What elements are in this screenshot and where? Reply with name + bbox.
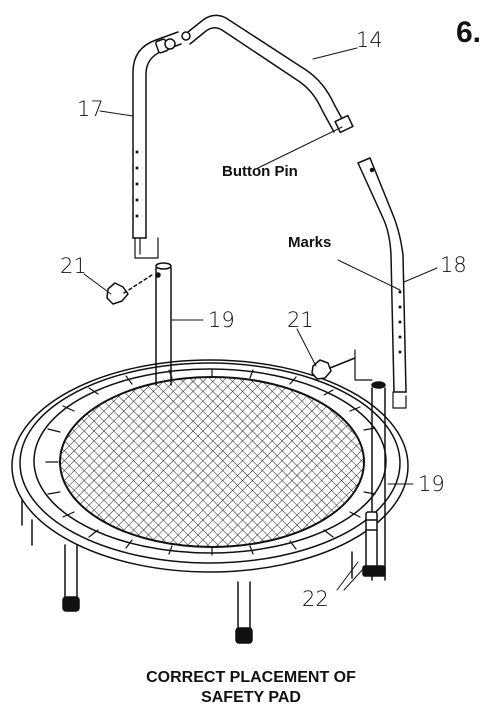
part-label-22: 22 (302, 587, 329, 611)
step-number: 6. (456, 16, 482, 49)
right-upright-tube (357, 157, 407, 393)
part-label-18: 18 (440, 253, 467, 277)
alignment-guides (134, 237, 407, 409)
leader-lines (83, 47, 438, 591)
right-support-pole (362, 381, 386, 581)
left-upright-tube (132, 31, 191, 239)
left-support-pole (155, 262, 172, 386)
marks-label: Marks (288, 234, 332, 251)
part-label-19-right: 19 (418, 472, 445, 496)
left-knob (106, 274, 153, 305)
part-label-21-right: 21 (287, 308, 314, 332)
part-label-17: 17 (77, 97, 104, 121)
button-pin-label: Button Pin (222, 163, 298, 180)
part-label-21-left: 21 (60, 254, 87, 278)
top-handlebar (187, 14, 354, 134)
springs (45, 369, 376, 556)
right-knob (311, 357, 356, 380)
caption-line-1: CORRECT PLACEMENT OF (146, 669, 356, 686)
part-label-14: 14 (356, 28, 383, 52)
mesh-mat (59, 376, 365, 548)
part-label-19-left: 19 (208, 308, 235, 332)
legs (21, 499, 353, 644)
caption-line-2: SAFETY PAD (201, 689, 301, 706)
